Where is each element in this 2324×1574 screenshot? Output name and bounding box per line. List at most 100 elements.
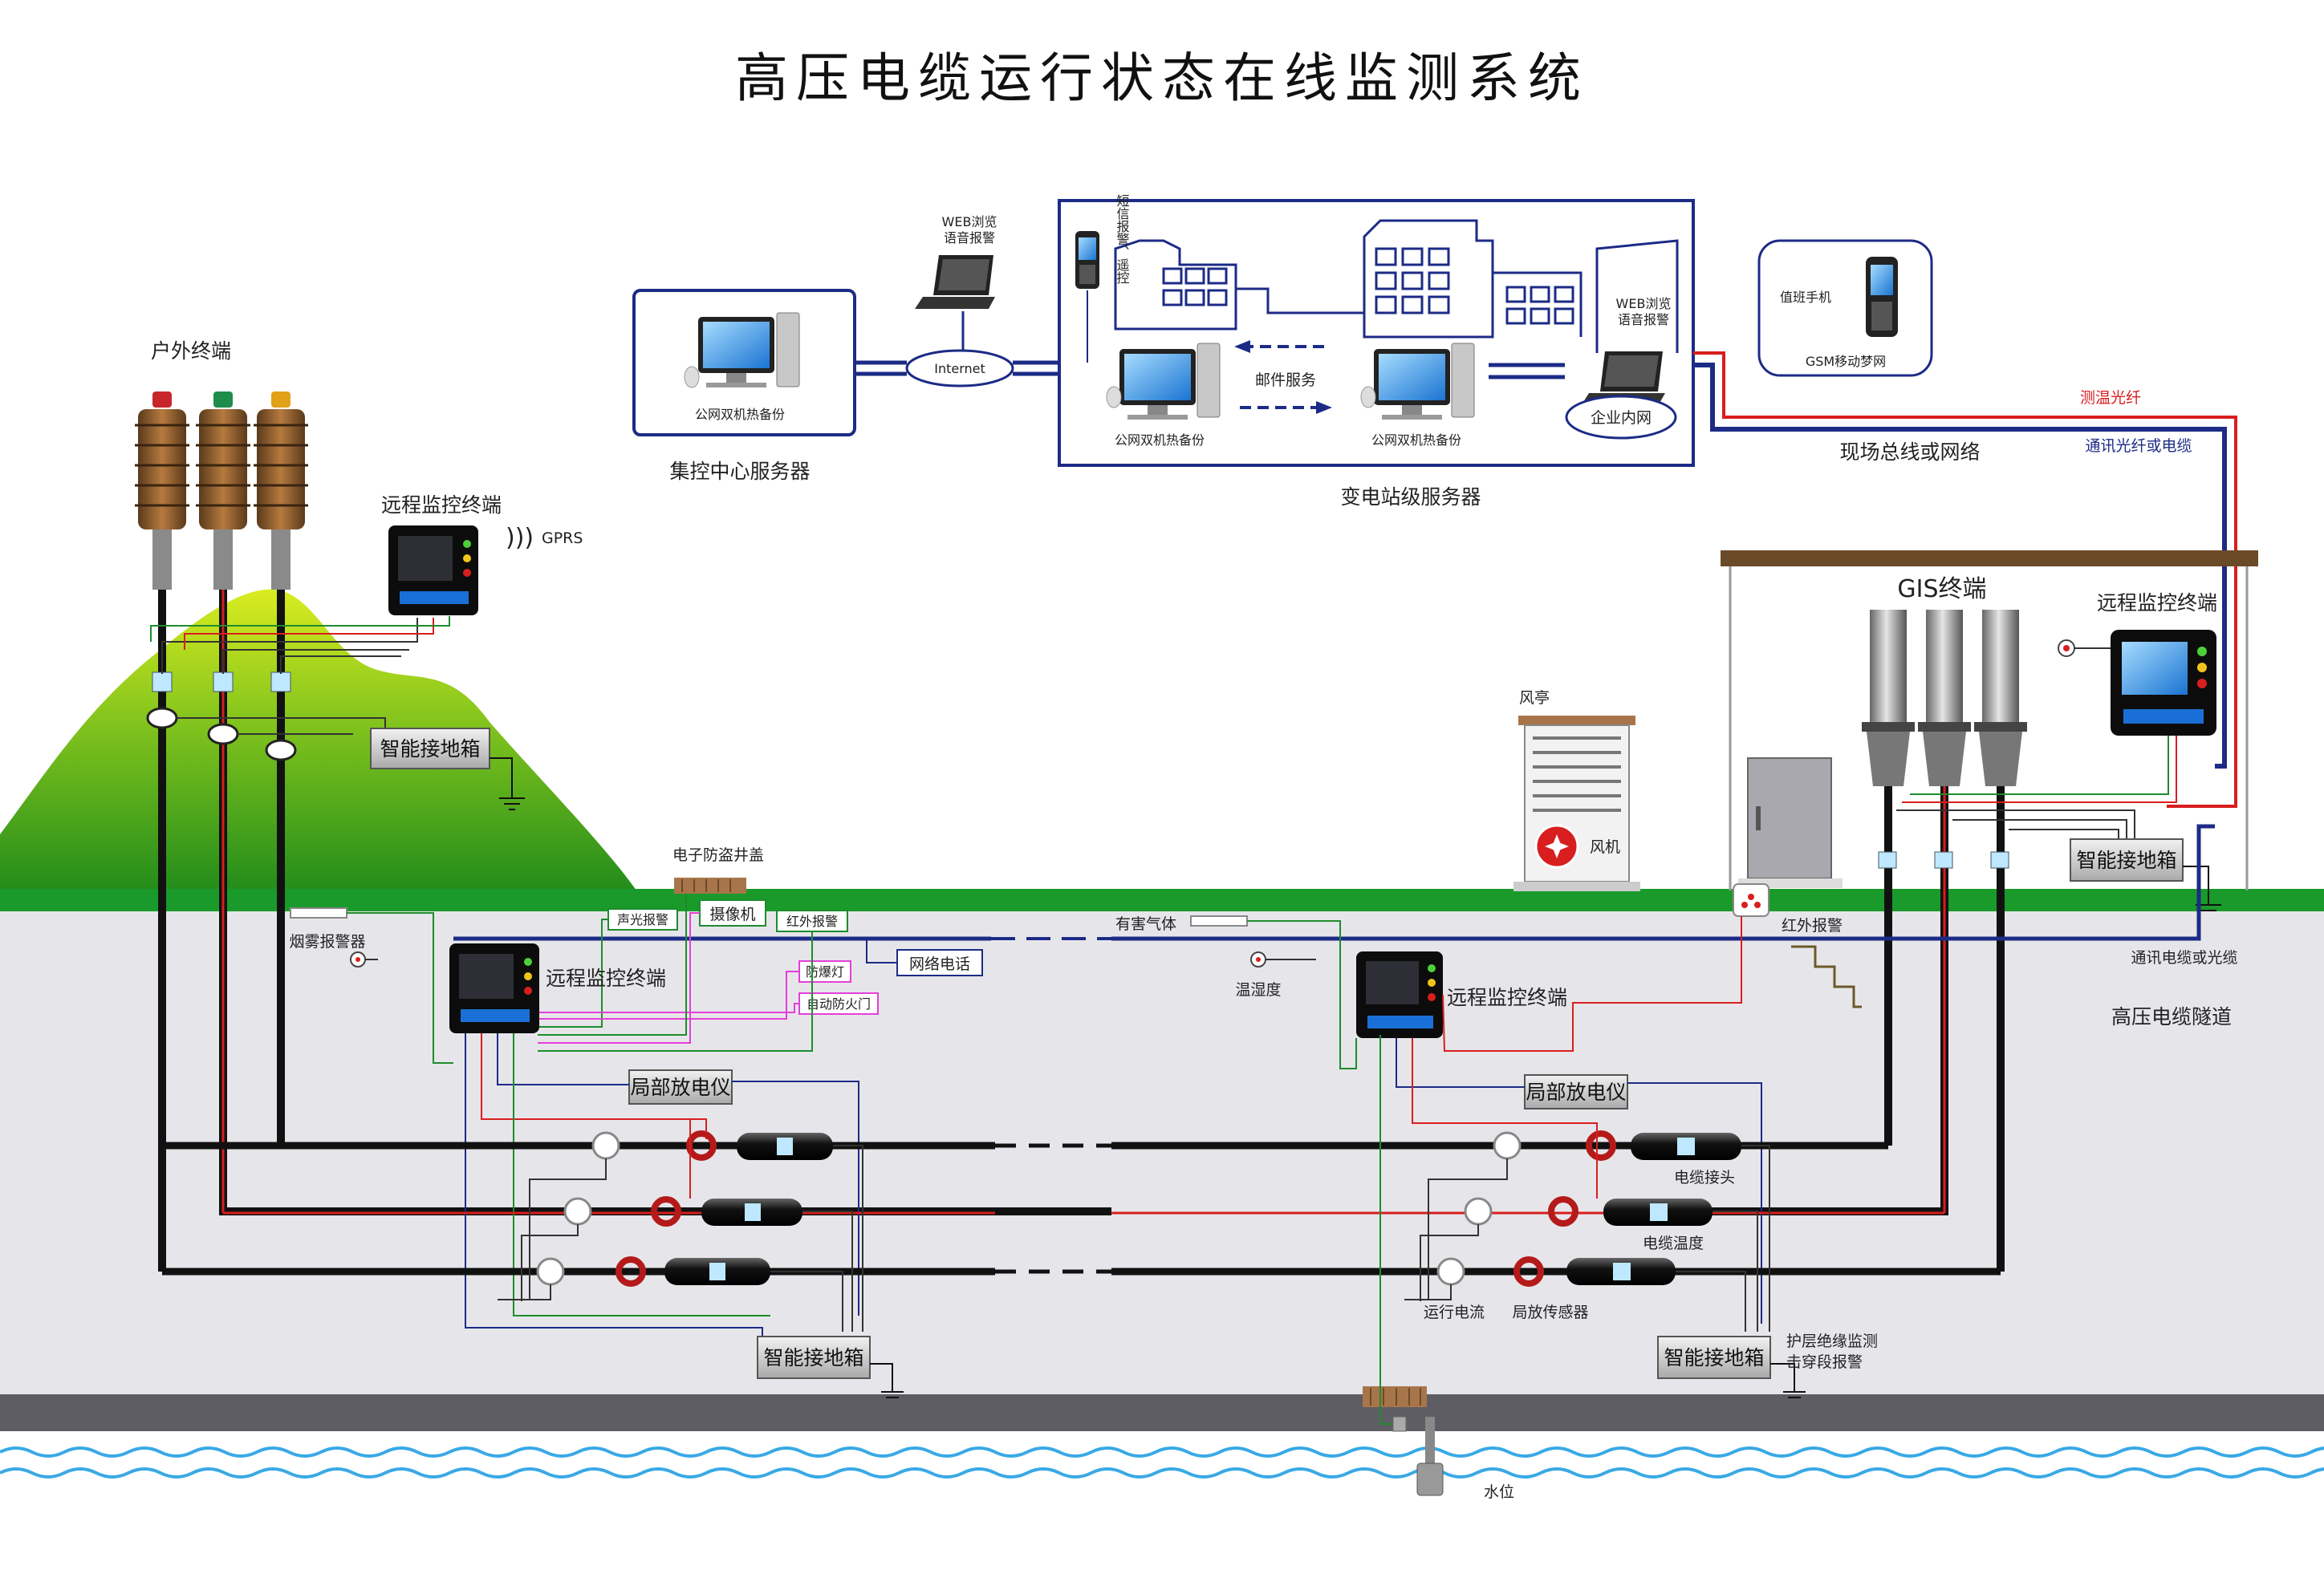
outdoor-insulators xyxy=(135,391,308,590)
infrared-alarm-label: 红外报警 xyxy=(786,914,838,929)
remote-terminal-label-right: 远程监控终端 xyxy=(1447,986,1567,1009)
cable-joints-right xyxy=(1436,1130,1741,1287)
field-bus-label: 现场总线或网络 xyxy=(1839,440,1980,464)
ground-surface xyxy=(0,889,2324,911)
control-cabinet xyxy=(1747,757,1832,879)
cable-joint-label: 电缆接头 xyxy=(1674,1169,1735,1187)
smoke-alarm-sensor xyxy=(350,951,366,968)
temp-humidity-label: 温湿度 xyxy=(1235,981,1281,999)
running-current-label: 运行电流 xyxy=(1424,1304,1485,1321)
water-waves xyxy=(0,1446,2324,1479)
infrared-alarm-box xyxy=(776,910,848,932)
smart-ground-box-left-top[interactable] xyxy=(370,728,490,769)
enterprise-intranet-cloud xyxy=(1565,395,1677,440)
comm-cable-fiber-label: 通讯电缆或光缆 xyxy=(2131,949,2237,967)
sump-pit xyxy=(1363,1386,1427,1407)
remote-terminal-device-left-top[interactable] xyxy=(388,525,478,615)
gis-sensors xyxy=(1878,851,2009,869)
duty-phone-icon xyxy=(1866,257,1898,337)
central-server-label: 集控中心服务器 xyxy=(669,460,810,483)
email-service-label: 邮件服务 xyxy=(1255,371,1316,389)
substation-backup-right: 公网双机热备份 xyxy=(1371,432,1461,448)
cable-temp-label: 电缆温度 xyxy=(1643,1235,1704,1252)
smart-ground-box-label-left-top: 智能接地箱 xyxy=(380,737,480,761)
internet-label: Internet xyxy=(934,361,985,376)
network-phone-label: 网络电话 xyxy=(909,955,970,973)
cable-joints-left xyxy=(536,1130,833,1287)
web-voice-alarm-right: WEB浏览语音报警 xyxy=(1616,296,1672,327)
gis-cylinders xyxy=(1862,610,2027,786)
sms-phone-icon xyxy=(1075,231,1099,289)
infrared-alarm-device-right xyxy=(1733,883,1769,917)
camera-label: 摄像机 xyxy=(709,906,755,923)
remote-terminal-label-left: 远程监控终端 xyxy=(546,967,666,990)
auto-fire-door-label: 自动防火门 xyxy=(806,996,871,1012)
pd-meter-right-label: 局部放电仪 xyxy=(1526,1081,1626,1104)
pd-meter-left[interactable] xyxy=(628,1069,733,1105)
gsm-label: GSM移动梦网 xyxy=(1806,354,1886,369)
temp-humidity-sensor xyxy=(1250,951,1266,968)
tunnel-label: 高压电缆隧道 xyxy=(2111,1005,2232,1028)
ventilation-kiosk xyxy=(1513,716,1640,891)
enterprise-intranet-label: 企业内网 xyxy=(1591,409,1652,427)
infrared-alarm-label-right: 红外报警 xyxy=(1782,917,1843,935)
buildings-icon xyxy=(1114,219,1679,353)
remote-terminal-label-left-top: 远程监控终端 xyxy=(381,493,502,517)
manhole-cover-icon xyxy=(674,878,746,894)
smoke-alarm-label: 烟雾报警器 xyxy=(289,933,365,951)
comm-fiber-cable-label: 通讯光纤或电缆 xyxy=(2085,437,2192,455)
pd-meter-left-label: 局部放电仪 xyxy=(630,1076,730,1099)
smart-ground-box-bottom-left[interactable] xyxy=(757,1336,871,1379)
harmful-gas-label: 有害气体 xyxy=(1115,915,1176,933)
substation-server-label: 变电站级服务器 xyxy=(1340,485,1481,509)
substation-computer-right xyxy=(1360,343,1475,420)
explosion-light-label: 防爆灯 xyxy=(806,964,844,980)
fan-label: 风机 xyxy=(1590,838,1620,856)
central-backup-label: 公网双机热备份 xyxy=(695,407,785,422)
smart-ground-box-bottom-right[interactable] xyxy=(1657,1336,1771,1379)
laptop-icon xyxy=(915,255,995,309)
outdoor-terminal-label: 户外终端 xyxy=(151,339,231,363)
kiosk-label: 风亭 xyxy=(1519,689,1550,707)
duty-phone-label: 值班手机 xyxy=(1780,290,1831,305)
pd-sensor-label: 局放传感器 xyxy=(1512,1304,1588,1321)
remote-terminal-label-gis: 远程监控终端 xyxy=(2097,591,2217,615)
stairs xyxy=(1791,945,1862,1008)
remote-terminal-device-left[interactable] xyxy=(449,943,539,1033)
page-title: 高压电缆运行状态在线监测系统 xyxy=(735,47,1589,109)
web-voice-alarm-top: WEB浏览语音报警 xyxy=(942,214,997,245)
remote-terminal-device-gis[interactable] xyxy=(2111,630,2216,736)
pd-meter-right[interactable] xyxy=(1524,1074,1628,1110)
gprs-signal-icon: ))) xyxy=(506,524,534,552)
temp-fiber-label: 测温光纤 xyxy=(2080,389,2141,407)
gis-roof xyxy=(1721,550,2258,566)
substation-backup-left: 公网双机热备份 xyxy=(1115,432,1205,448)
sound-light-alarm-label: 声光报警 xyxy=(617,912,668,927)
gis-small-sensor xyxy=(2058,639,2075,657)
hill xyxy=(0,589,642,899)
harmful-gas-sensor xyxy=(1190,915,1248,927)
central-computer-icon xyxy=(684,312,800,388)
smart-ground-box-label-gis: 智能接地箱 xyxy=(2076,849,2176,872)
internet-cloud xyxy=(905,349,1014,387)
smart-ground-box-gis[interactable] xyxy=(2070,838,2184,882)
gprs-label: GPRS xyxy=(542,529,583,547)
ground-box-left-label: 智能接地箱 xyxy=(763,1346,863,1369)
fan-icon xyxy=(1534,824,1579,869)
explosion-light-box xyxy=(798,960,851,983)
camera-box[interactable] xyxy=(699,899,766,927)
gis-terminal-label: GIS终端 xyxy=(1897,575,1986,603)
sheath-monitor-label: 护层绝缘监测击穿段报警 xyxy=(1786,1333,1878,1371)
manhole-cover-label: 电子防盗井盖 xyxy=(672,846,764,864)
remote-terminal-device-right[interactable] xyxy=(1356,951,1443,1038)
substation-server-frame xyxy=(1058,199,1695,467)
earth-ground-icon xyxy=(499,797,525,810)
sound-light-alarm-box xyxy=(607,908,678,931)
water-level-label: 水位 xyxy=(1484,1483,1514,1501)
ground-box-right-label: 智能接地箱 xyxy=(1664,1346,1764,1369)
substation-computer-left xyxy=(1106,343,1221,420)
smoke-detector-bar xyxy=(290,907,347,919)
sms-label: 短信报警、遥控 xyxy=(1115,194,1130,285)
